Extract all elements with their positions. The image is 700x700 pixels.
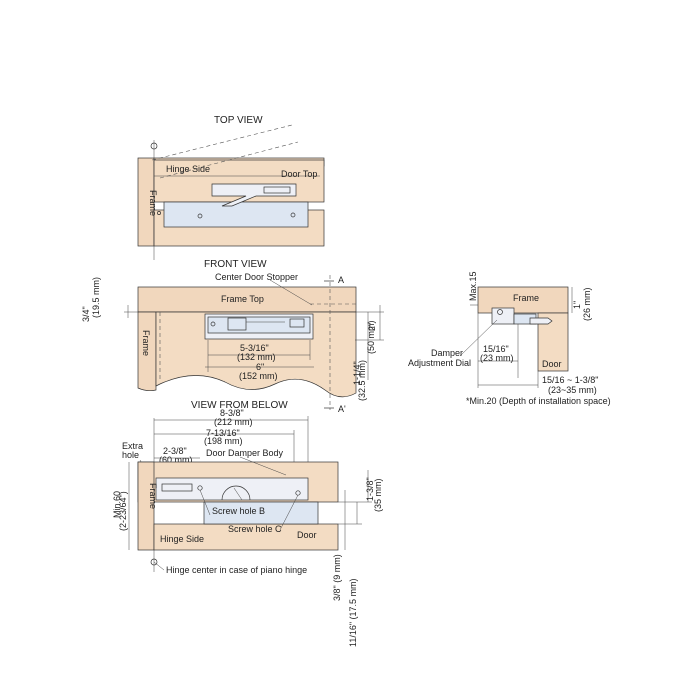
front-dim-152mm: (152 mm)	[239, 371, 278, 381]
top-hinge-side-label: Hinge Side	[166, 164, 210, 174]
below-frame-side	[137, 461, 155, 551]
below-dial	[221, 485, 251, 501]
below-dim-198: 7-13/16"	[206, 428, 240, 438]
side-max15: Max.15	[468, 271, 478, 301]
front-dim-50: 2"	[367, 323, 377, 331]
below-dim-17: 11/16" (17.5 mm)	[348, 578, 358, 647]
side-dim-26: 1"	[572, 301, 582, 309]
front-stopper-label: Center Door Stopper	[215, 272, 298, 282]
front-view-title: FRONT VIEW	[204, 259, 267, 270]
front-brand-plate	[289, 318, 305, 328]
side-damper-stopper	[529, 317, 553, 325]
top-door-open-line-2	[159, 141, 299, 179]
below-min60: Min.60	[112, 491, 122, 518]
front-dim-50mm: (50 mm)	[366, 320, 376, 354]
side-damper-label: Damper	[431, 348, 463, 358]
front-frame-top	[137, 286, 357, 313]
front-dim-19mm: (19.5 mm)	[91, 277, 101, 318]
front-damper-housing	[227, 317, 247, 331]
front-dim-132mm: (132 mm)	[237, 352, 276, 362]
below-dim-60mm: (60 mm)	[159, 455, 193, 465]
front-hole-left	[210, 321, 216, 327]
below-dim-212mm: (212 mm)	[214, 417, 253, 427]
side-note: *Min.20 (Depth of installation space)	[466, 396, 611, 406]
front-frame-top-label: Frame Top	[221, 294, 264, 304]
below-dim-60: 2-3/8"	[163, 446, 187, 456]
below-door-label: Door	[297, 530, 317, 540]
front-stopper-leader	[269, 279, 313, 306]
below-screw-c-label: Screw hole C	[228, 524, 282, 534]
below-dim-9: 3/8" (9 mm)	[332, 554, 342, 601]
below-view-title: VIEW FROM BELOW	[191, 400, 288, 411]
front-mark-a2: A'	[338, 404, 346, 414]
below-damper-body	[155, 477, 309, 501]
below-frame-label: Frame	[148, 483, 158, 509]
below-screw-b-leader	[199, 489, 211, 516]
front-frame-side	[137, 311, 157, 392]
side-damper-leader	[459, 319, 498, 357]
below-extra-label: Extra	[122, 441, 143, 451]
side-dim-23mm: (23 mm)	[480, 353, 514, 363]
top-frame-hole	[157, 211, 161, 215]
below-screw-b-label: Screw hole B	[212, 506, 265, 516]
top-frame-label: Frame	[148, 190, 158, 216]
below-view: 8-3/8" (212 mm) 7-13/16" (198 mm) 2-3/8"…	[112, 408, 383, 647]
front-dim-32mm: (32.5 mm)	[357, 360, 367, 401]
below-damper-body-label: Door Damper Body	[206, 448, 284, 458]
below-min60in: (2-23/64")	[118, 491, 128, 531]
front-damper-body	[207, 316, 311, 334]
below-hinge-leader	[153, 561, 165, 571]
below-door	[153, 523, 339, 551]
top-view-title: TOP VIEW	[214, 115, 263, 126]
top-view: Frame Hinge Side Door Top	[137, 124, 325, 260]
front-dim-132: 5-3/16"	[240, 343, 269, 353]
side-dim-23: 15/16"	[483, 344, 509, 354]
front-dim-19: 3/4"	[81, 306, 91, 322]
top-plate-hole-1	[197, 213, 203, 219]
below-hinge-center-mark	[150, 558, 158, 566]
below-brand-plate	[161, 483, 193, 492]
side-dial-mark	[497, 309, 503, 315]
side-dim-range-mm: (23~35 mm)	[548, 385, 597, 395]
side-dial-label: Adjustment Dial	[408, 358, 471, 368]
side-dim-26mm: (26 mm)	[582, 287, 592, 321]
below-hole-label: hole	[122, 450, 139, 460]
below-screw-c-leader	[279, 494, 299, 531]
below-dim-35mm: (35 mm)	[373, 478, 383, 512]
below-plate	[203, 501, 319, 525]
side-section: Frame Door Max.15 1" (26 mm) Damper Adju…	[408, 271, 611, 406]
below-dim-198mm: (198 mm)	[204, 436, 243, 446]
front-view: Center Door Stopper Frame Top Frame A A'…	[81, 272, 384, 414]
front-frame-label: Frame	[141, 330, 151, 356]
top-door-top-label: Door Top	[281, 169, 317, 179]
below-dim-35: 1-3/8"	[365, 477, 375, 501]
below-body-leader	[239, 456, 287, 476]
top-damper-block	[263, 186, 291, 194]
below-hinge-center-label: Hinge center in case of piano hinge	[166, 565, 307, 575]
side-dim-range: 15/16 ~ 1-3/8"	[542, 375, 599, 385]
top-mount-plate	[163, 201, 309, 228]
side-door-label: Door	[542, 359, 562, 369]
below-dial-tick	[233, 487, 243, 501]
front-dim-32: 1-1/4"	[352, 361, 362, 385]
front-mark-a: A	[338, 275, 344, 285]
below-dim-212: 8-3/8"	[220, 408, 244, 418]
side-frame-label: Frame	[513, 293, 539, 303]
front-dim-152: 6"	[256, 362, 264, 372]
below-hinge-side-label: Hinge Side	[160, 534, 204, 544]
top-door-open-line-1	[151, 124, 293, 161]
top-plate-hole-2	[290, 212, 296, 218]
